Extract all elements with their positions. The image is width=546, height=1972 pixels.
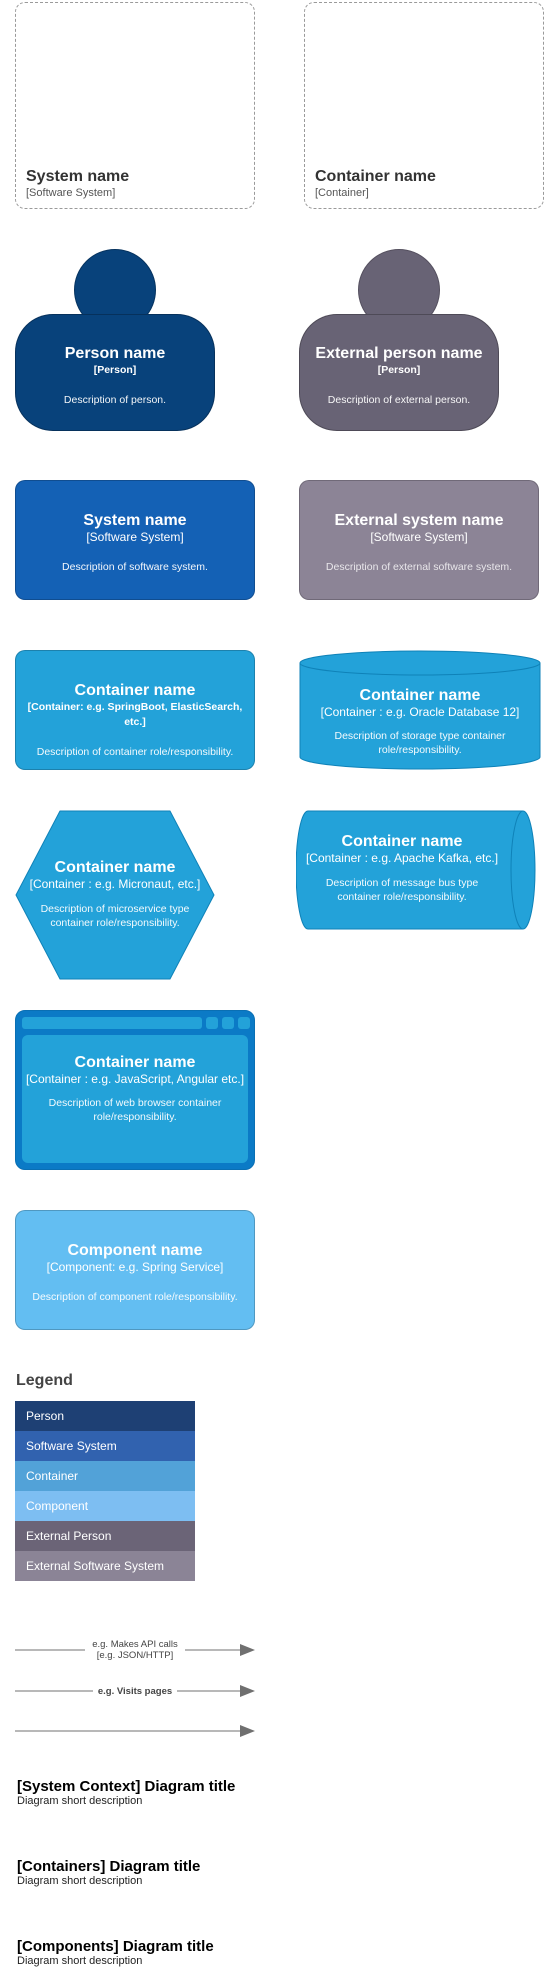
microservice-description-line-1: Description of microservice type [40, 903, 190, 915]
component[interactable]: Component name [Component: e.g. Spring S… [15, 1210, 255, 1330]
message-bus-type: [Container : e.g. Apache Kafka, etc.] [305, 851, 499, 865]
web-browser-type: [Container : e.g. JavaScript, Angular et… [25, 1072, 245, 1086]
relationship-label-2: e.g. Visits pages [93, 1686, 177, 1697]
web-browser-name: Container name [74, 1054, 196, 1071]
system-description: Description of software system. [62, 561, 208, 573]
container-name: Container name [74, 682, 196, 699]
external-person-name: External person name [315, 345, 483, 362]
database-description-line-2: role/responsibility. [378, 744, 462, 756]
diagram-title-block-2: [Containers] Diagram title Diagram short… [17, 1858, 200, 1887]
external-person-description: Description of external person. [327, 394, 471, 406]
external-person-shape[interactable]: External person name [Person] Descriptio… [299, 249, 499, 431]
software-system[interactable]: System name [Software System] Descriptio… [15, 480, 255, 600]
external-system-type: [Software System] [370, 530, 468, 544]
arrowhead-icon [240, 1685, 255, 1697]
diagram-description: Diagram short description [17, 1795, 143, 1807]
container-type: [Container: e.g. SpringBoot, ElasticSear… [27, 701, 243, 728]
legend-item-external-software-system: External Software System [15, 1551, 195, 1581]
diagram-title: [System Context] Diagram title [17, 1778, 236, 1795]
browser-window-button [206, 1017, 218, 1029]
system-name: System name [83, 512, 187, 529]
component-type: [Component: e.g. Spring Service] [46, 1260, 224, 1274]
legend-item-person: Person [15, 1401, 195, 1431]
external-person-type: [Person] [377, 364, 421, 376]
person-description: Description of person. [63, 394, 167, 406]
diagram-title-block-1: [System Context] Diagram title Diagram s… [17, 1778, 235, 1807]
legend: Person Software System Container Compone… [15, 1401, 195, 1581]
external-software-system[interactable]: External system name [Software System] D… [299, 480, 539, 600]
browser-viewport: Container name [Container : e.g. JavaScr… [22, 1035, 248, 1163]
relationship-arrows [15, 1644, 255, 1737]
arrowhead-icon [240, 1725, 255, 1737]
legend-item-software-system: Software System [15, 1431, 195, 1461]
web-browser-container[interactable]: Container name [Container : e.g. JavaScr… [15, 1010, 255, 1170]
relationship-technology: [e.g. JSON/HTTP] [96, 1650, 174, 1661]
diagram-description: Diagram short description [17, 1875, 143, 1887]
external-system-description: Description of external software system. [325, 561, 513, 573]
diagram-description: Diagram short description [17, 1955, 143, 1967]
message-bus-description-line-2: container role/responsibility. [337, 891, 467, 903]
microservice-container[interactable]: Container name [Container : e.g. Microna… [15, 810, 215, 980]
boundary-name: System name [26, 168, 130, 185]
database-description-line-1: Description of storage type container [334, 730, 506, 742]
web-browser-description-line-2: role/responsibility. [93, 1111, 177, 1123]
database-cylinder-shape [299, 650, 541, 770]
person-name: Person name [64, 345, 166, 362]
component-name: Component name [67, 1242, 203, 1259]
system-boundary[interactable]: System name [Software System] [15, 2, 255, 209]
message-bus-cylinder-shape [296, 810, 536, 930]
message-bus-description-line-1: Description of message bus type [325, 877, 479, 889]
hexagon-shape [15, 810, 215, 980]
database-type: [Container : e.g. Oracle Database 12] [320, 705, 520, 719]
external-person-body: External person name [Person] Descriptio… [299, 314, 499, 431]
relationship-label: e.g. Makes API calls [92, 1639, 178, 1650]
browser-address-bar [22, 1017, 202, 1029]
microservice-type: [Container : e.g. Micronaut, etc.] [29, 877, 201, 891]
diagram-title: [Components] Diagram title [17, 1938, 214, 1955]
message-bus-container[interactable]: Container name [Container : e.g. Apache … [296, 810, 536, 930]
arrowhead-icon [240, 1644, 255, 1656]
legend-item-container: Container [15, 1461, 195, 1491]
boundary-name: Container name [315, 168, 436, 185]
container-boundary[interactable]: Container name [Container] [304, 2, 544, 209]
external-system-name: External system name [334, 512, 504, 529]
diagram-title-block-3: [Components] Diagram title Diagram short… [17, 1938, 214, 1967]
message-bus-name: Container name [341, 833, 463, 850]
microservice-description-line-2: container role/responsibility. [50, 917, 180, 929]
relationship-label: e.g. Visits pages [97, 1686, 173, 1697]
browser-window-button [222, 1017, 234, 1029]
legend-item-component: Component [15, 1491, 195, 1521]
person-shape[interactable]: Person name [Person] Description of pers… [15, 249, 215, 431]
system-type: [Software System] [86, 530, 184, 544]
legend-title: Legend [16, 1372, 73, 1389]
container-description: Description of container role/responsibi… [36, 746, 234, 758]
legend-item-external-person: External Person [15, 1521, 195, 1551]
diagram-title: [Containers] Diagram title [17, 1858, 201, 1875]
person-type: [Person] [93, 364, 137, 376]
relationship-label-1: e.g. Makes API calls [e.g. JSON/HTTP] [85, 1639, 185, 1661]
web-browser-description-line-1: Description of web browser container [48, 1097, 222, 1109]
person-body: Person name [Person] Description of pers… [15, 314, 215, 431]
container[interactable]: Container name [Container: e.g. SpringBo… [15, 650, 255, 770]
boundary-type: [Software System] [26, 187, 116, 199]
component-description: Description of component role/responsibi… [32, 1291, 238, 1303]
boundary-type: [Container] [315, 187, 369, 199]
microservice-name: Container name [54, 859, 176, 876]
browser-window-button [238, 1017, 250, 1029]
database-name: Container name [359, 687, 481, 704]
database-container[interactable]: Container name [Container : e.g. Oracle … [299, 650, 541, 770]
